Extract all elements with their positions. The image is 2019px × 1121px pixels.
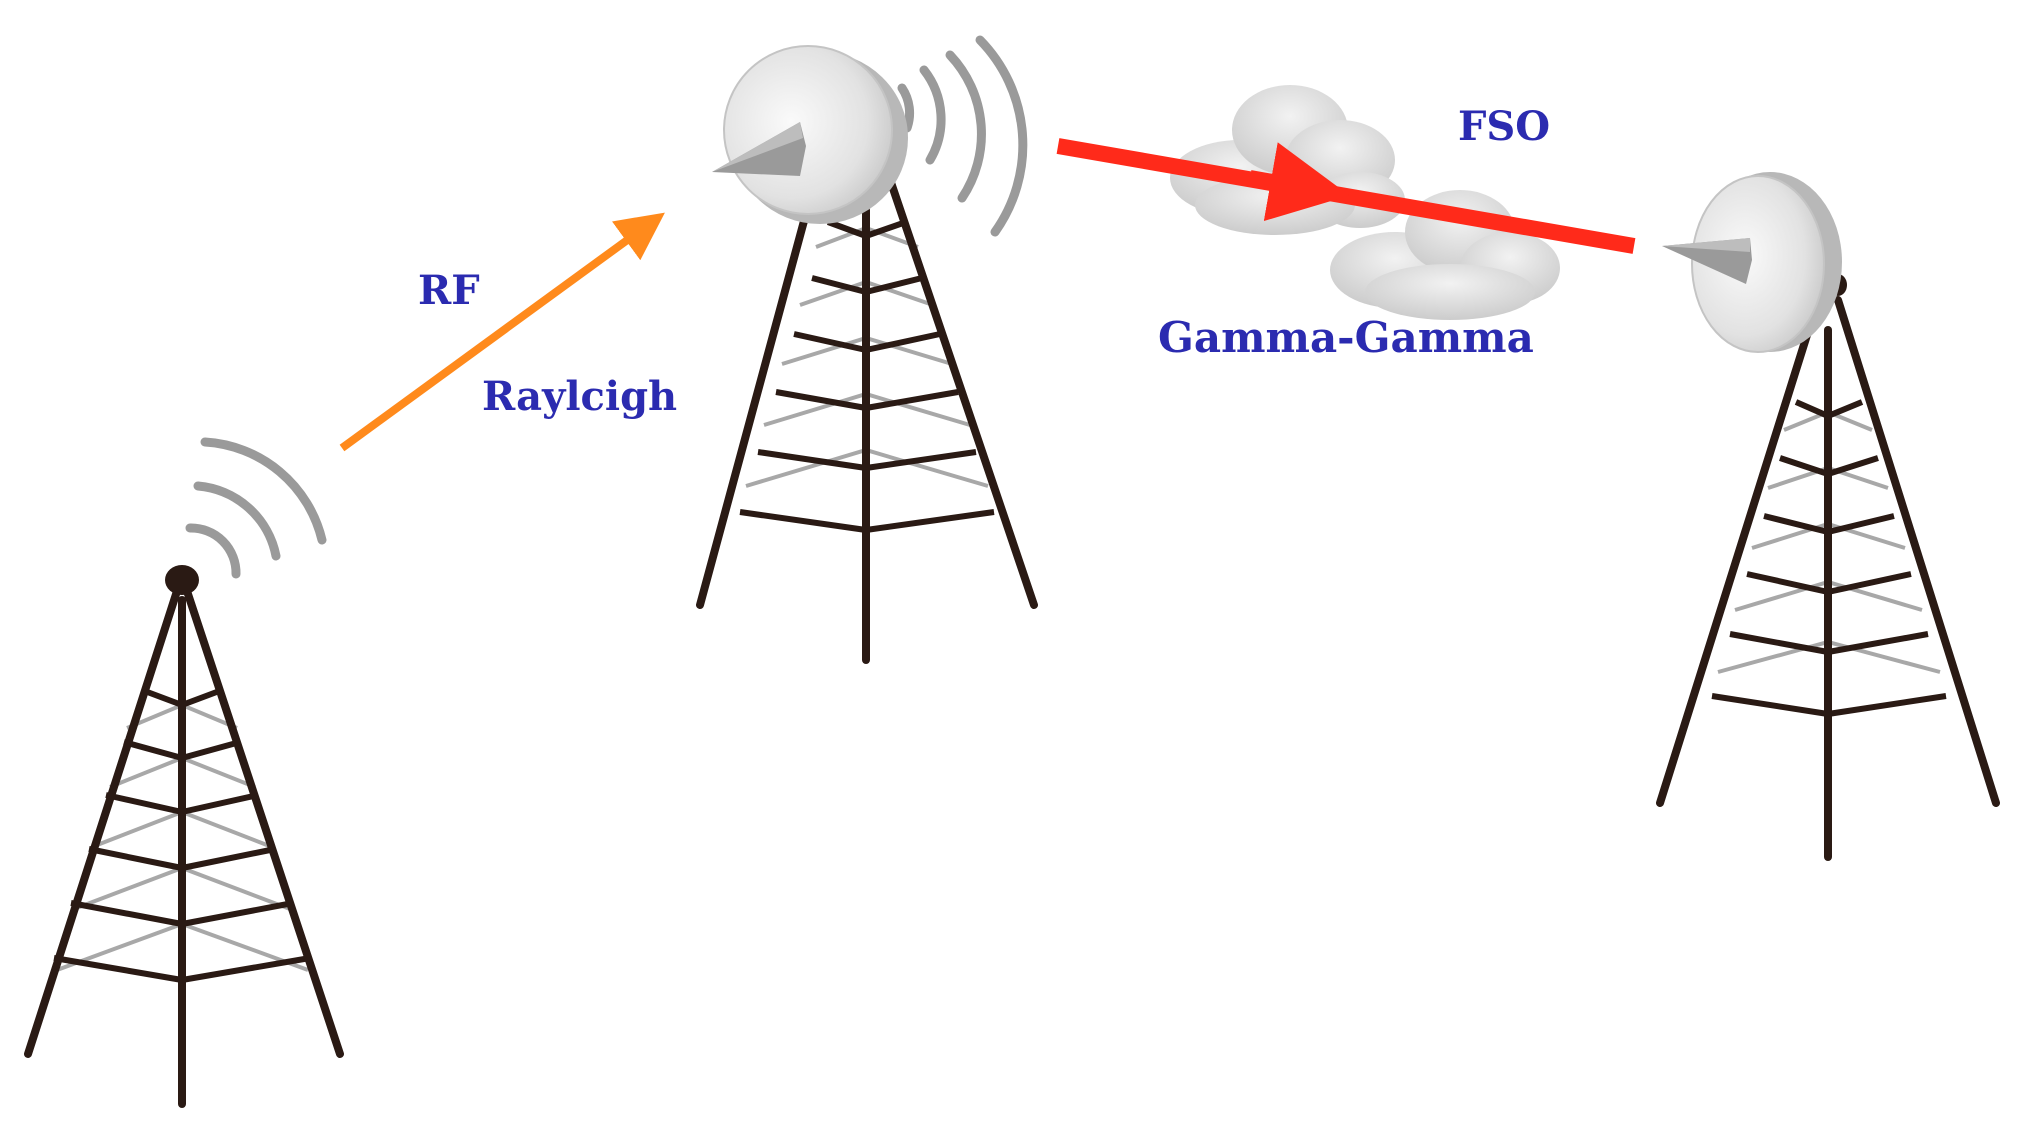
- fso-link-arrow: [1248, 142, 1350, 222]
- rf-label: RF: [418, 267, 480, 314]
- signal-waves-icon: [897, 35, 1028, 237]
- fso-label: FSO: [1458, 103, 1550, 150]
- transmission-tower-icon: [24, 565, 344, 1108]
- destination-tower: [1656, 172, 2000, 861]
- dish-antenna-icon: [712, 45, 908, 224]
- rayleigh-label: Raylcigh: [482, 373, 677, 420]
- transmission-tower-icon: [696, 121, 1038, 664]
- rf-link-arrow: [339, 212, 665, 452]
- cloud-icon: [1170, 85, 1405, 235]
- cloud-icon: [1330, 190, 1560, 320]
- relay-tower: [696, 35, 1038, 664]
- signal-waves-icon: [185, 437, 327, 579]
- gamma-gamma-label: Gamma-Gamma: [1158, 313, 1534, 362]
- transmission-tower-icon: [1656, 296, 2000, 861]
- dish-antenna-icon: [1662, 172, 1847, 353]
- source-tower: [24, 437, 344, 1108]
